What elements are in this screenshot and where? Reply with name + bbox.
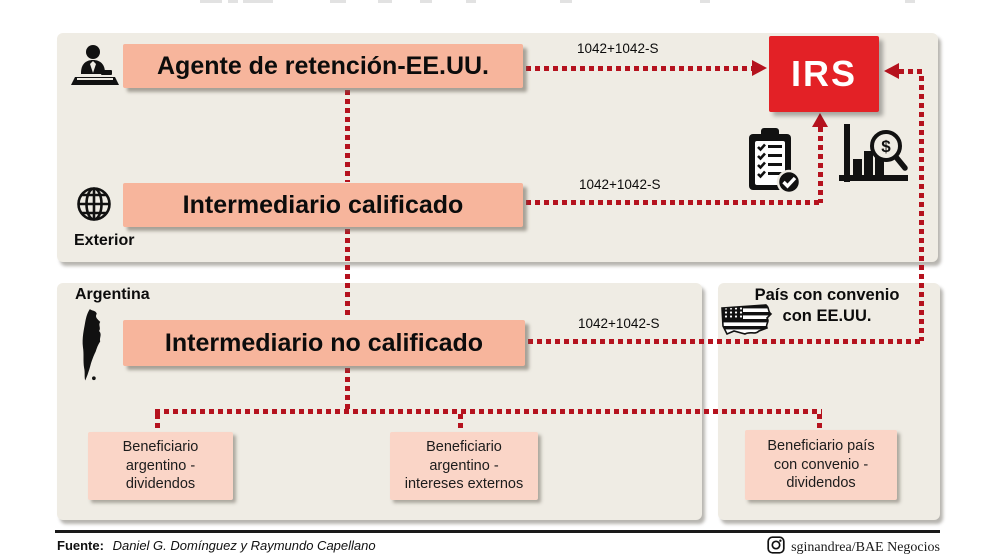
footer-divider — [55, 530, 940, 533]
beneficiary-treaty-box: Beneficiario país con convenio - dividen… — [745, 430, 897, 500]
connector-qualified-to-nonqualified — [345, 229, 350, 319]
form-label-nonqualified: 1042+1042-S — [578, 316, 660, 331]
bar-chart-magnifier-icon: $ — [838, 122, 914, 197]
instagram-handle: sginandrea/BAE Negocios — [791, 539, 940, 555]
withholding-agent-icon — [70, 44, 120, 93]
connector-qualified-to-irs — [526, 200, 820, 205]
beneficiary-dividends-line1: Beneficiario — [122, 438, 199, 455]
globe-icon — [74, 184, 114, 229]
source-credit: Fuente: Daniel G. Domínguez y Raymundo C… — [57, 538, 376, 553]
beneficiary-dividends-line3: dividendos — [125, 476, 196, 493]
connector-agent-to-qualified — [345, 90, 350, 182]
svg-text:$: $ — [881, 137, 891, 156]
arrowhead-into-irs-bottom — [812, 113, 828, 127]
beneficiary-treaty-line3: dividendos — [786, 475, 856, 492]
nonqualified-intermediary-box: Intermediario no calificado — [123, 320, 525, 366]
arrowhead-into-irs-left — [752, 60, 767, 76]
beneficiary-treaty-line1: Beneficiario país — [767, 437, 875, 454]
instagram-icon — [767, 536, 785, 558]
beneficiary-interests-line1: Beneficiario — [426, 438, 502, 455]
irs-box: IRS — [769, 36, 879, 112]
arrowhead-into-irs-right — [884, 63, 899, 79]
exterior-region-label: Exterior — [74, 232, 135, 249]
beneficiary-dividends-box: Beneficiario argentino - dividendos — [88, 432, 233, 500]
treaty-title-line1: País con convenio — [754, 286, 900, 304]
agent-box: Agente de retención-EE.UU. — [123, 44, 523, 88]
irs-label: IRS — [790, 53, 857, 94]
connector-agent-to-irs — [526, 66, 753, 71]
connector-nonqualified-to-treaty — [528, 339, 923, 344]
source-label: Fuente: — [57, 538, 104, 553]
drop-to-beneficiary-treaty — [817, 414, 822, 430]
beneficiary-interests-box: Beneficiario argentino - intereses exter… — [390, 432, 538, 500]
drop-to-beneficiary-dividends — [155, 414, 160, 432]
qualified-box-label: Intermediario calificado — [182, 190, 464, 219]
nonqualified-box-label: Intermediario no calificado — [164, 328, 484, 357]
beneficiary-interests-line3: intereses externos — [404, 476, 524, 493]
connector-treaty-up-segment — [919, 76, 924, 341]
treaty-title-line2: con EE.UU. — [782, 306, 872, 325]
connector-qualified-up-segment — [818, 127, 823, 203]
form-label-agent: 1042+1042-S — [577, 41, 659, 56]
beneficiary-interests-line2: argentino - — [429, 457, 499, 474]
treaty-country-title: País con convenio con EE.UU. — [736, 285, 918, 326]
source-value: Daniel G. Domínguez y Raymundo Capellano — [112, 538, 376, 553]
connector-nonqualified-to-branch — [345, 368, 350, 411]
argentina-map-icon — [76, 308, 106, 389]
drop-to-beneficiary-interests — [458, 414, 463, 432]
us-flag-map-icon — [720, 301, 774, 344]
form-label-qualified: 1042+1042-S — [579, 177, 661, 192]
agent-box-label: Agente de retención-EE.UU. — [157, 51, 489, 80]
branch-line-beneficiaries — [155, 409, 822, 414]
clipboard-checklist-icon — [744, 126, 802, 201]
qualified-intermediary-box: Intermediario calificado — [123, 183, 523, 227]
beneficiary-treaty-line2: con convenio - — [773, 456, 869, 473]
connector-treaty-top-segment — [899, 69, 923, 74]
argentina-region-label: Argentina — [75, 286, 150, 303]
beneficiary-dividends-line2: argentino - — [125, 457, 196, 474]
social-credit: sginandrea/BAE Negocios — [767, 536, 940, 558]
